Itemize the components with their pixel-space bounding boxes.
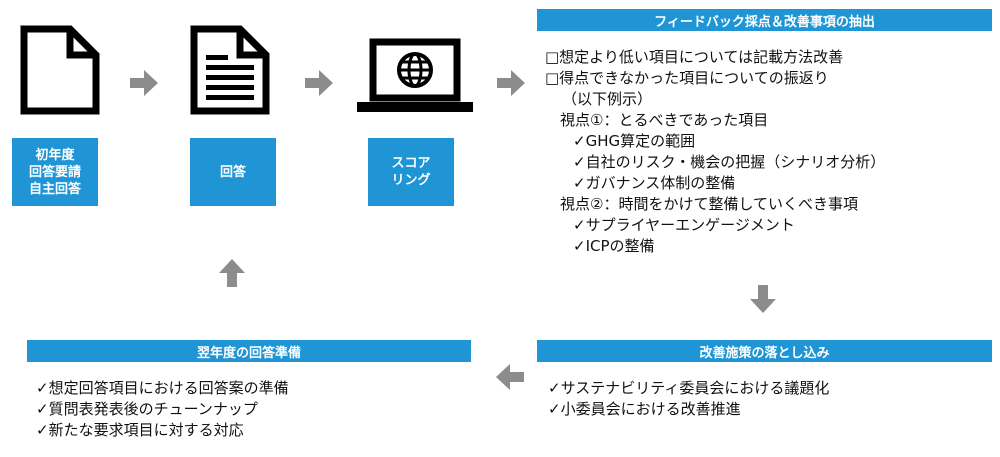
- feedback-line: ✓ガバナンス体制の整備: [573, 174, 736, 192]
- feedback-header: フィードバック採点＆改善事項の抽出: [537, 9, 992, 31]
- step-box-scoring: スコア リング: [368, 138, 454, 206]
- arrow-right-icon: [130, 70, 158, 96]
- feedback-line: 視点①：とるべきであった項目: [560, 111, 769, 129]
- feedback-line: ✓GHG算定の範囲: [573, 132, 696, 150]
- feedback-line: ✓自社のリスク・機会の把握（シナリオ分析）: [573, 153, 886, 171]
- arrow-up-icon: [219, 259, 245, 287]
- arrow-right-icon: [305, 70, 333, 96]
- step-box-response: 回答: [190, 138, 276, 206]
- laptop-globe-icon: [357, 38, 473, 112]
- next-year-header: 翌年度の回答準備: [27, 340, 471, 362]
- step-label-line: リング: [391, 173, 431, 188]
- improvement-line: ✓小委員会における改善推進: [548, 400, 741, 418]
- feedback-line: ✓ICPの整備: [573, 237, 655, 255]
- improvement-header: 改善施策の落とし込み: [537, 340, 992, 362]
- feedback-line: □得点できなかった項目についての振返り: [545, 69, 829, 87]
- step-box-initial-response: 初年度 回答要請 自主回答: [12, 138, 98, 206]
- step-label-line: 回答要請: [28, 164, 81, 180]
- feedback-line: ✓サプライヤーエンゲージメント: [573, 216, 795, 234]
- step-label: 回答: [219, 164, 246, 180]
- step-label-line: スコア: [391, 156, 431, 171]
- feedback-line: 視点②：時間をかけて整備していくべき事項: [560, 195, 858, 213]
- step-label-line: 初年度: [35, 147, 75, 163]
- arrow-right-icon: [497, 70, 525, 96]
- text-document-icon: [190, 25, 270, 115]
- next-year-line: ✓新たな要求項目に対する対応: [36, 421, 244, 439]
- improvement-line: ✓サステナビリティ委員会における議題化: [548, 379, 830, 397]
- arrow-left-icon: [496, 364, 524, 390]
- blank-document-icon: [20, 25, 100, 115]
- feedback-line: □想定より低い項目については記載方法改善: [545, 48, 844, 66]
- next-year-line: ✓質問表発表後のチューンナップ: [36, 400, 258, 418]
- feedback-line: （以下例示）: [562, 90, 653, 108]
- next-year-line: ✓想定回答項目における回答案の準備: [36, 379, 289, 397]
- arrow-down-icon: [750, 285, 776, 313]
- step-label-line: 自主回答: [28, 181, 81, 197]
